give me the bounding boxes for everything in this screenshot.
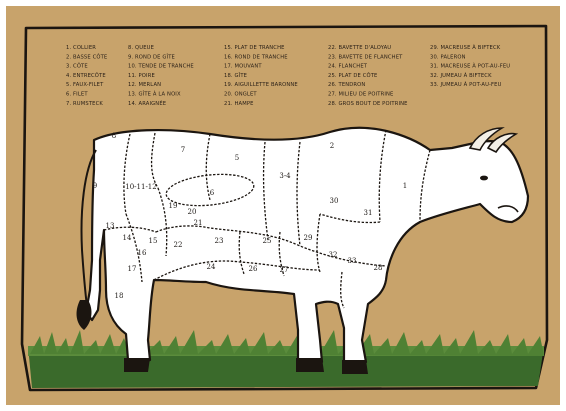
cut-number-label: 31	[364, 209, 373, 217]
cut-number-label: 1	[403, 182, 407, 190]
legend-entry: 20. ONGLET	[224, 92, 257, 98]
cut-number-label: 2	[330, 142, 334, 150]
legend-entry: 26. TENDRON	[328, 82, 365, 88]
cut-number-label: 28	[374, 264, 383, 272]
legend-entry: 2. BASSE CÔTE	[66, 53, 107, 60]
cut-number-label: 22	[174, 241, 183, 249]
cut-number-label: 3-4	[279, 172, 291, 180]
cut-number-label: 7	[181, 146, 185, 154]
legend-entry: 27. MILIEU DE POITRINE	[328, 92, 393, 98]
legend-entry: 9. ROND DE GÎTE	[128, 53, 175, 60]
cut-number-label: 5	[235, 154, 239, 162]
cut-number-label: 13	[106, 222, 115, 230]
legend-entry: 31. MACREUSE À POT-AU-FEU	[430, 63, 510, 70]
cut-number-label: 26	[249, 265, 258, 273]
cut-number-label: 17	[128, 265, 137, 273]
legend-entry: 6. FILET	[66, 92, 88, 98]
legend-entry: 11. POIRE	[128, 73, 155, 79]
legend-entry: 4. ENTRECÔTE	[66, 72, 106, 79]
legend-entry: 33. JUMEAU À POT-AU-FEU	[430, 81, 502, 88]
legend-entry: 29. MACREUSE À BIFTECK	[430, 44, 501, 51]
cut-number-label: 9	[93, 182, 97, 190]
cut-number-label: 19	[169, 202, 178, 210]
legend-entry: 14. ARAIGNÉE	[128, 99, 166, 107]
legend-entry: 17. MOUVANT	[224, 64, 262, 70]
cut-number-label: 8	[112, 132, 116, 140]
legend-entry: 3. CÔTE	[66, 63, 88, 70]
legend-entry: 19. AIGUILLETTE BARONNE	[224, 82, 298, 88]
cut-number-label: 15	[149, 237, 158, 245]
hoof	[342, 360, 368, 374]
cut-number-label: 23	[215, 237, 224, 245]
legend-entry: 5. FAUX-FILET	[66, 82, 104, 88]
cut-number-label: 21	[194, 219, 203, 227]
legend-entry: 21. HAMPE	[224, 101, 254, 107]
cut-number-label: 6	[210, 189, 215, 197]
hoof	[296, 358, 324, 372]
legend-entry: 32. JUMEAU À BIFTECK	[430, 72, 492, 79]
legend-entry: 13. GÎTE À LA NOIX	[128, 91, 181, 98]
cut-number-label: 16	[138, 249, 147, 257]
cow-eye	[480, 176, 488, 181]
cut-number-label: 29	[304, 234, 313, 242]
legend-entry: 22. BAVETTE D'ALOYAU	[328, 45, 391, 51]
legend-entry: 1. COLLIER	[66, 45, 96, 51]
cut-number-label: 27	[280, 266, 289, 274]
cut-number-label: 20	[188, 208, 197, 216]
legend-entry: 30. PALERON	[430, 54, 466, 60]
hoof	[124, 358, 150, 372]
legend-entry: 7. RUMSTECK	[66, 101, 103, 107]
legend-entry: 25. PLAT DE CÔTE	[328, 72, 377, 79]
cut-number-label: 10-11-12	[125, 183, 156, 191]
cut-number-label: 18	[115, 292, 124, 300]
cut-number-label: 33	[348, 257, 357, 265]
cut-number-label: 24	[207, 263, 216, 271]
legend-entry: 16. ROND DE TRANCHE	[224, 54, 288, 60]
legend-entry: 28. GROS BOUT DE POITRINE	[328, 101, 408, 107]
legend-entry: 18. GÎTE	[224, 72, 247, 79]
legend-entry: 12. MERLAN	[128, 82, 161, 88]
legend-entry: 8. QUEUE	[128, 45, 154, 51]
cut-number-label: 14	[123, 234, 132, 242]
legend-entry: 10. TENDE DE TRANCHE	[128, 64, 194, 70]
cut-number-label: 32	[329, 251, 338, 259]
cut-number-label: 30	[330, 197, 339, 205]
legend-entry: 15. PLAT DE TRANCHE	[224, 45, 285, 51]
legend-entry: 23. BAVETTE DE FLANCHET	[328, 54, 403, 60]
cut-number-label: 25	[263, 237, 272, 245]
legend-entry: 24. FLANCHET	[328, 64, 368, 70]
